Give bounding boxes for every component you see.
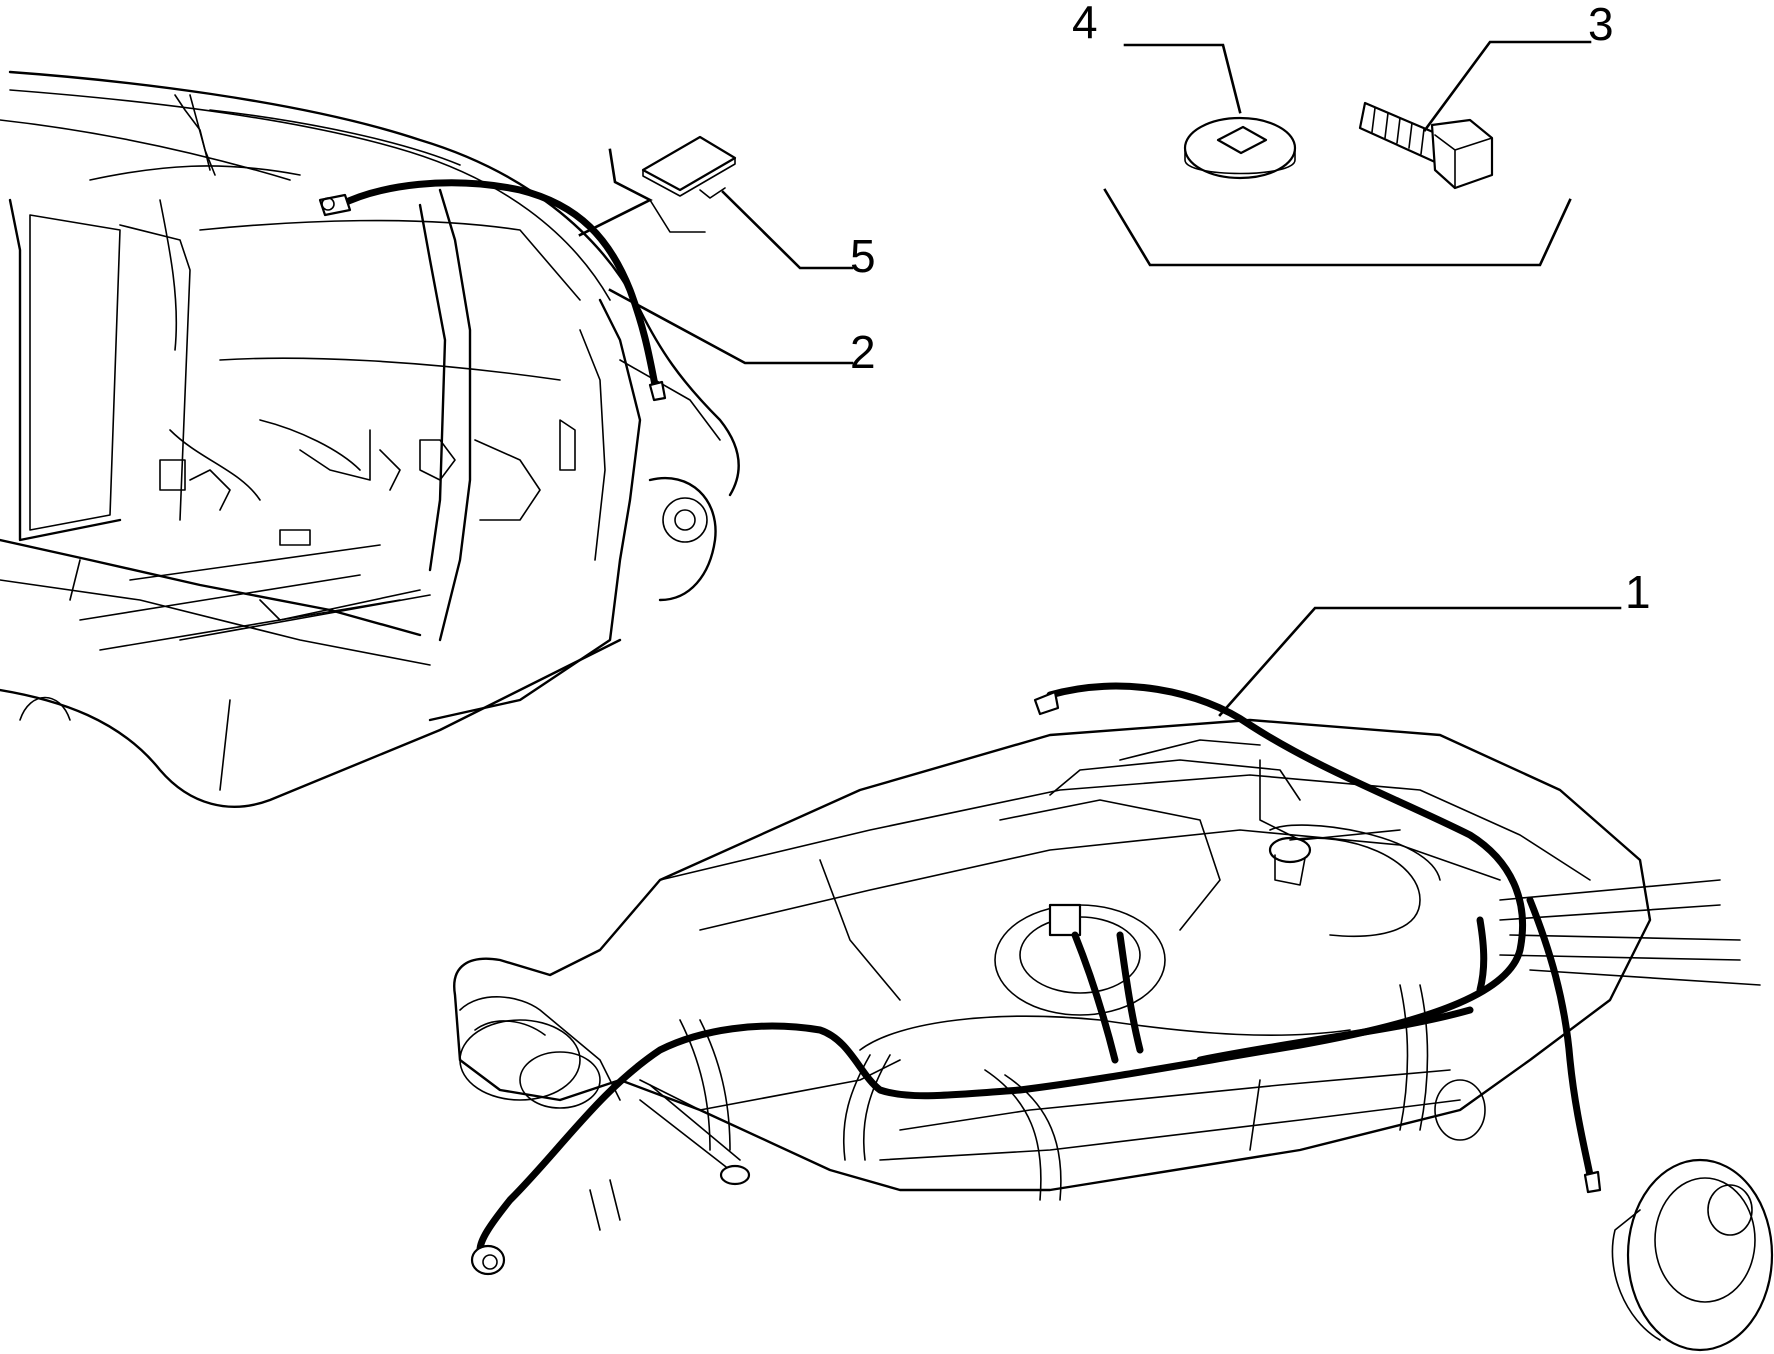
fuel-tank-wiring-harness [470, 682, 1602, 1276]
callout-3: 3 [1588, 0, 1614, 50]
filler-cap [1611, 1158, 1774, 1352]
clip-part-5 [641, 135, 737, 199]
fuel-tank [453, 718, 1761, 1231]
leader-line-1 [1218, 606, 1622, 717]
callout-2: 2 [850, 326, 876, 378]
square-washer-part-4 [1183, 116, 1297, 180]
callout-5: 5 [850, 230, 876, 282]
callout-4: 4 [1072, 0, 1098, 48]
bolt-part-3 [1358, 101, 1494, 190]
leader-line-4 [1123, 43, 1242, 114]
leader-line-2 [608, 288, 854, 365]
callout-1: 1 [1625, 566, 1651, 618]
car-body-shell [0, 70, 740, 808]
leader-line-3 [1423, 40, 1592, 132]
leader-line-5 [721, 190, 854, 270]
roof-wiring-harness [318, 179, 667, 402]
